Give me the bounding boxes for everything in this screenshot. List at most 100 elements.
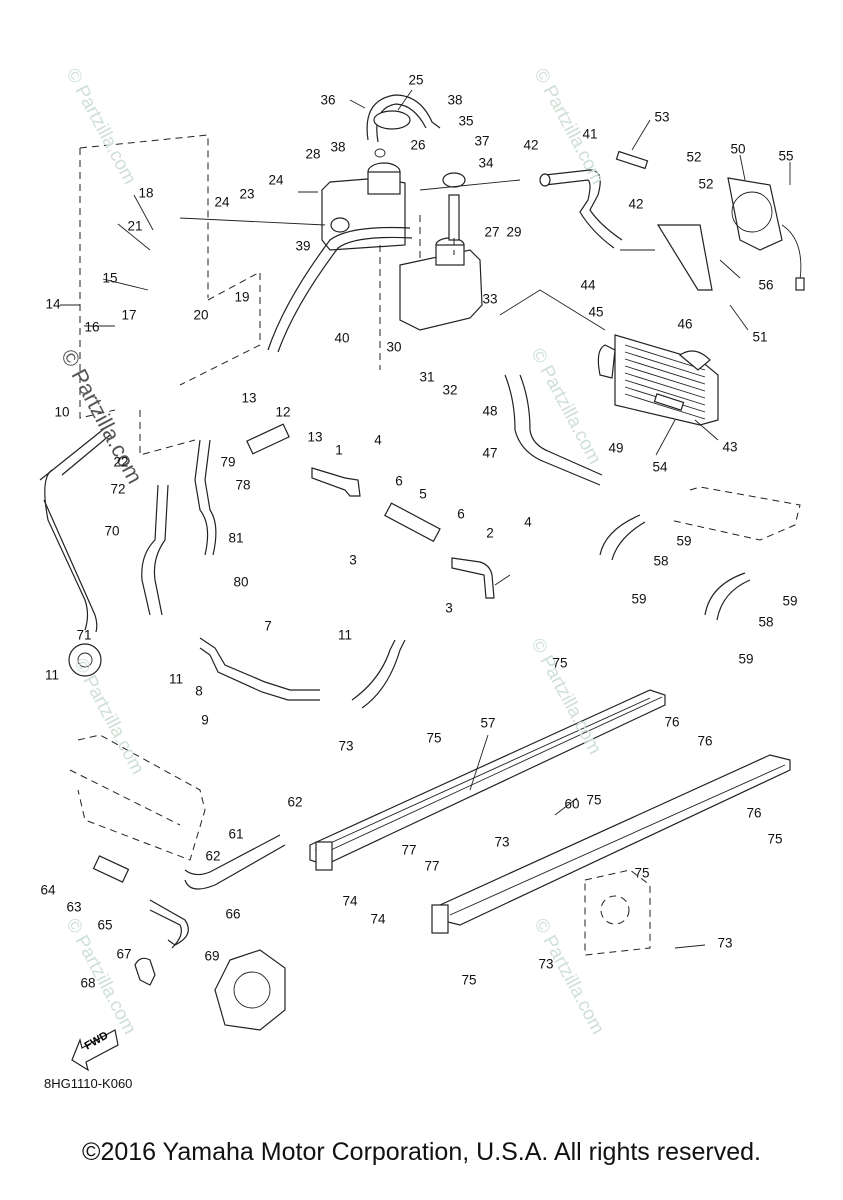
lower-radiator-ghost bbox=[69, 734, 206, 861]
callout-13: 13 bbox=[241, 390, 257, 406]
callout-4: 4 bbox=[524, 514, 532, 530]
callout-4: 4 bbox=[374, 432, 382, 448]
callout-64: 64 bbox=[40, 882, 56, 898]
callout-66: 66 bbox=[225, 906, 241, 922]
callout-38: 38 bbox=[330, 139, 346, 155]
callout-11: 11 bbox=[168, 671, 184, 687]
callout-63: 63 bbox=[66, 899, 82, 915]
callout-11: 11 bbox=[337, 627, 353, 643]
callout-38: 38 bbox=[447, 92, 463, 108]
callout-24: 24 bbox=[214, 194, 230, 210]
callout-61: 61 bbox=[228, 826, 244, 842]
callout-32: 32 bbox=[442, 382, 458, 398]
callout-58: 58 bbox=[653, 553, 669, 569]
hose-47 bbox=[504, 374, 601, 486]
reservoir-assembly bbox=[179, 94, 441, 251]
callout-67: 67 bbox=[116, 946, 132, 962]
callout-22: 22 bbox=[113, 454, 129, 470]
callout-46: 46 bbox=[677, 316, 693, 332]
hose-7 bbox=[199, 637, 320, 691]
callout-23: 23 bbox=[239, 186, 255, 202]
hose-61 bbox=[184, 844, 286, 890]
callout-17: 17 bbox=[121, 307, 137, 323]
callout-52: 52 bbox=[686, 149, 702, 165]
callout-59: 59 bbox=[676, 533, 692, 549]
callout-70: 70 bbox=[104, 523, 120, 539]
callout-76: 76 bbox=[664, 714, 680, 730]
callout-28: 28 bbox=[305, 146, 321, 162]
hose-58b bbox=[704, 572, 746, 616]
callout-6: 6 bbox=[457, 506, 465, 522]
hose-5 bbox=[384, 502, 441, 543]
cooler-rail-57 bbox=[309, 689, 666, 871]
callout-20: 20 bbox=[193, 307, 209, 323]
top-cooler-ghost bbox=[669, 486, 801, 541]
hose-41 bbox=[544, 169, 623, 241]
radiator bbox=[597, 334, 719, 426]
callout-68: 68 bbox=[80, 975, 96, 991]
callout-59: 59 bbox=[782, 593, 798, 609]
callout-80: 80 bbox=[233, 574, 249, 590]
pipe-1 bbox=[311, 467, 361, 497]
callout-59: 59 bbox=[631, 591, 647, 607]
callout-1: 1 bbox=[335, 442, 343, 458]
hose-66 bbox=[149, 899, 189, 946]
callout-50: 50 bbox=[730, 141, 746, 157]
callout-45: 45 bbox=[588, 304, 604, 320]
callout-42: 42 bbox=[628, 196, 644, 212]
fan-assembly bbox=[615, 150, 805, 291]
callout-77: 77 bbox=[424, 858, 440, 874]
callout-8: 8 bbox=[195, 683, 203, 699]
callout-69: 69 bbox=[204, 948, 220, 964]
hose-39 bbox=[267, 226, 411, 351]
callout-11: 11 bbox=[44, 667, 60, 683]
callout-37: 37 bbox=[474, 133, 490, 149]
callout-30: 30 bbox=[386, 339, 402, 355]
callout-78: 78 bbox=[235, 477, 251, 493]
hose-68 bbox=[134, 957, 156, 986]
cooler-rail-60 bbox=[431, 754, 791, 934]
callout-59: 59 bbox=[738, 651, 754, 667]
callout-73: 73 bbox=[494, 834, 510, 850]
callout-74: 74 bbox=[342, 893, 358, 909]
callout-5: 5 bbox=[419, 486, 427, 502]
mount-plate bbox=[584, 869, 651, 956]
callout-31: 31 bbox=[419, 369, 435, 385]
callout-75: 75 bbox=[634, 865, 650, 881]
callout-62: 62 bbox=[205, 848, 221, 864]
callout-10: 10 bbox=[54, 404, 70, 420]
callout-56: 56 bbox=[758, 277, 774, 293]
callout-71: 71 bbox=[76, 627, 92, 643]
callout-21: 21 bbox=[127, 218, 143, 234]
filler-neck bbox=[419, 172, 521, 255]
callout-62: 62 bbox=[287, 794, 303, 810]
callout-76: 76 bbox=[746, 805, 762, 821]
callout-53: 53 bbox=[654, 109, 670, 125]
callout-81: 81 bbox=[228, 530, 244, 546]
callout-65: 65 bbox=[97, 917, 113, 933]
callout-12: 12 bbox=[275, 404, 291, 420]
callout-43: 43 bbox=[722, 439, 738, 455]
hose-58a bbox=[599, 514, 641, 556]
callout-72: 72 bbox=[110, 481, 126, 497]
callout-6: 6 bbox=[395, 473, 403, 489]
callout-16: 16 bbox=[84, 319, 100, 335]
callout-27: 27 bbox=[484, 224, 500, 240]
callout-13: 13 bbox=[307, 429, 323, 445]
callout-29: 29 bbox=[506, 224, 522, 240]
callout-14: 14 bbox=[45, 296, 61, 312]
callout-74: 74 bbox=[370, 911, 386, 927]
callout-39: 39 bbox=[295, 238, 311, 254]
callout-51: 51 bbox=[752, 329, 768, 345]
hose-78 bbox=[194, 439, 209, 556]
callout-33: 33 bbox=[482, 291, 498, 307]
leader-lines bbox=[60, 89, 791, 949]
fwd-arrow-icon bbox=[71, 1029, 119, 1072]
coolant-tank bbox=[379, 215, 483, 370]
callout-26: 26 bbox=[410, 137, 426, 153]
callout-55: 55 bbox=[778, 148, 794, 164]
callout-52: 52 bbox=[698, 176, 714, 192]
document-id: 8HG1110-K060 bbox=[44, 1076, 133, 1091]
pipe-2 bbox=[451, 557, 495, 599]
callout-76: 76 bbox=[697, 733, 713, 749]
